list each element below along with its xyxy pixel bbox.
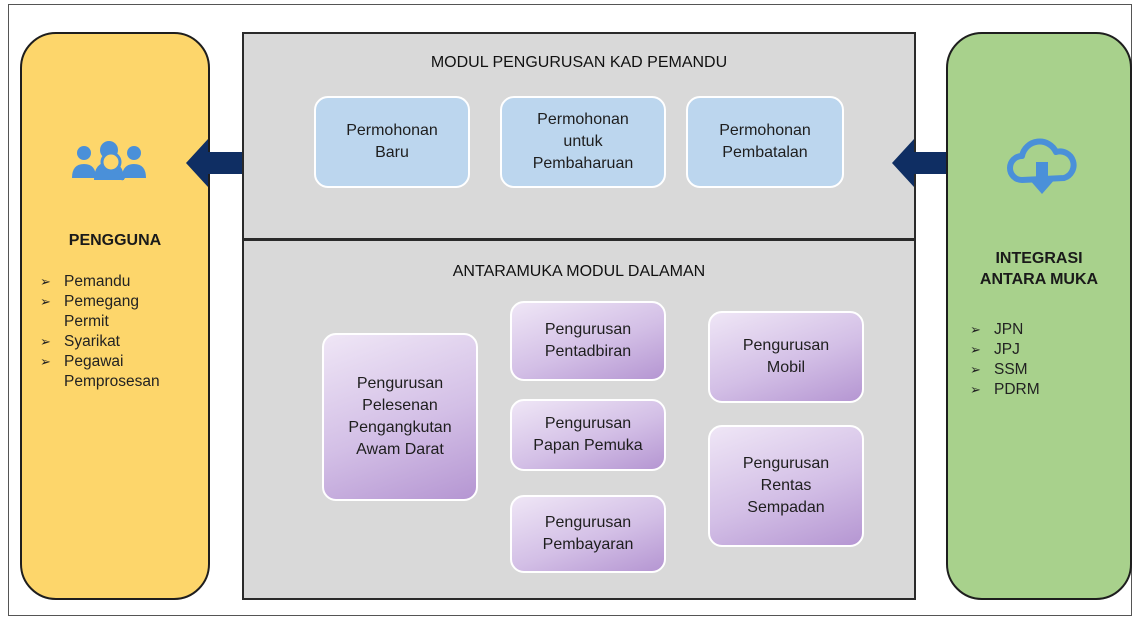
list-item: ➢JPJ [970, 341, 1020, 358]
cancellation-application-box: Permohonan Pembatalan [686, 96, 844, 188]
user-panel: PENGGUNA ➢Pemandu ➢Pemegang Permit ➢Syar… [20, 32, 210, 600]
cloud-download-icon [1007, 138, 1077, 194]
list-item: ➢PDRM [970, 381, 1040, 398]
mobile-box: Pengurusan Mobil [708, 311, 864, 403]
driver-card-module-panel: MODUL PENGURUSAN KAD PEMANDU Permohonan … [242, 32, 916, 240]
payment-box: Pengurusan Pembayaran [510, 495, 666, 573]
renewal-application-box: Permohonan untuk Pembaharuan [500, 96, 666, 188]
user-list: ➢Pemandu ➢Pemegang Permit ➢Syarikat ➢Peg… [40, 272, 160, 392]
list-item: ➢Syarikat [40, 333, 120, 350]
new-application-box: Permohonan Baru [314, 96, 470, 188]
users-search-icon [72, 141, 146, 181]
administration-box: Pengurusan Pentadbiran [510, 301, 666, 381]
bullet-arrow-icon: ➢ [40, 354, 51, 369]
bullet-arrow-icon: ➢ [40, 274, 51, 289]
list-item: ➢Pemandu [40, 273, 131, 290]
integration-panel: INTEGRASI ANTARA MUKA ➢JPN ➢JPJ ➢SSM ➢PD… [946, 32, 1132, 600]
bullet-arrow-icon: ➢ [970, 322, 981, 337]
bullet-arrow-icon: ➢ [40, 334, 51, 349]
list-item: ➢JPN [970, 321, 1024, 338]
list-item: ➢Pegawai Pemprosesan [40, 353, 160, 390]
dashboard-box: Pengurusan Papan Pemuka [510, 399, 666, 471]
user-panel-title: PENGGUNA [68, 232, 162, 249]
internal-module-panel: ANTARAMUKA MODUL DALAMAN Pengurusan Pele… [242, 239, 916, 600]
internal-module-title: ANTARAMUKA MODUL DALAMAN [452, 263, 706, 280]
bullet-arrow-icon: ➢ [970, 382, 981, 397]
integration-list: ➢JPN ➢JPJ ➢SSM ➢PDRM [970, 320, 1040, 400]
integration-panel-title: INTEGRASI ANTARA MUKA [979, 250, 1099, 288]
bullet-arrow-icon: ➢ [40, 294, 51, 309]
list-item: ➢SSM [970, 361, 1028, 378]
land-transport-licensing-box: Pengurusan Pelesenan Pengangkutan Awam D… [322, 333, 478, 501]
driver-card-module-title: MODUL PENGURUSAN KAD PEMANDU [430, 54, 728, 71]
list-item: ➢Pemegang Permit [40, 293, 139, 330]
bullet-arrow-icon: ➢ [970, 362, 981, 377]
bullet-arrow-icon: ➢ [970, 342, 981, 357]
cross-border-box: Pengurusan Rentas Sempadan [708, 425, 864, 547]
